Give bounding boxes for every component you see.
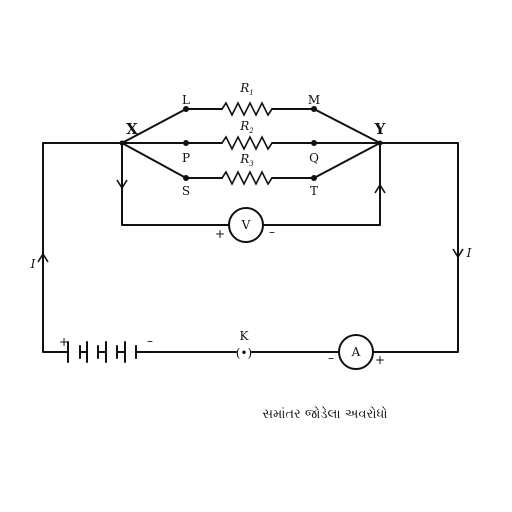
branch-top	[121, 101, 381, 144]
label-l: L	[182, 93, 190, 107]
label-t: T	[310, 184, 318, 198]
branch-middle	[121, 135, 381, 151]
resistor-r3	[221, 170, 273, 186]
label-y: Y	[374, 120, 386, 138]
node-p	[183, 140, 189, 146]
ammeter-plus: +	[375, 353, 385, 367]
current-label-left: I	[30, 257, 36, 271]
resistor-r2-label: R2	[239, 119, 254, 135]
key-symbol: (•)	[236, 346, 252, 360]
resistor-r3-label: R3	[239, 152, 254, 168]
node-s	[183, 175, 189, 181]
node-y	[377, 140, 383, 146]
resistor-r1	[221, 101, 273, 117]
ammeter-label: A	[351, 345, 361, 359]
node-q	[311, 140, 317, 146]
current-label-right: I	[466, 246, 472, 260]
label-p: P	[182, 151, 190, 165]
arrow-down-left-branch	[116, 179, 128, 190]
arrow-up-outer-left	[37, 252, 49, 263]
arrow-down-outer-right	[452, 248, 464, 259]
battery-plus: +	[59, 335, 69, 349]
node-x	[119, 140, 125, 146]
wire-outer-left	[42, 142, 123, 353]
node-t	[311, 175, 317, 181]
voltmeter-label: V	[241, 218, 251, 232]
key-label: K	[240, 329, 250, 343]
ammeter	[338, 334, 374, 370]
battery	[67, 341, 147, 363]
wire-voltmeter-right	[262, 142, 381, 226]
branch-bottom	[121, 142, 381, 186]
voltmeter-minus: –	[269, 225, 275, 239]
label-s: S	[182, 184, 190, 198]
wire-outer-right	[372, 142, 459, 353]
battery-minus: –	[147, 334, 153, 348]
voltmeter	[228, 207, 264, 243]
wire-voltmeter-left	[121, 142, 230, 226]
label-m: M	[308, 93, 320, 107]
arrow-up-right-branch	[374, 183, 386, 194]
label-q: Q	[309, 151, 319, 165]
resistor-r1-label: R1	[239, 81, 254, 97]
ammeter-minus: –	[328, 351, 334, 365]
resistor-r2	[221, 135, 273, 151]
label-x: X	[126, 120, 138, 138]
node-m	[311, 106, 317, 112]
node-l	[183, 106, 189, 112]
voltmeter-plus: +	[215, 227, 225, 241]
figure-caption: સમાંતર જોડેલા અવરોધો	[262, 406, 387, 422]
